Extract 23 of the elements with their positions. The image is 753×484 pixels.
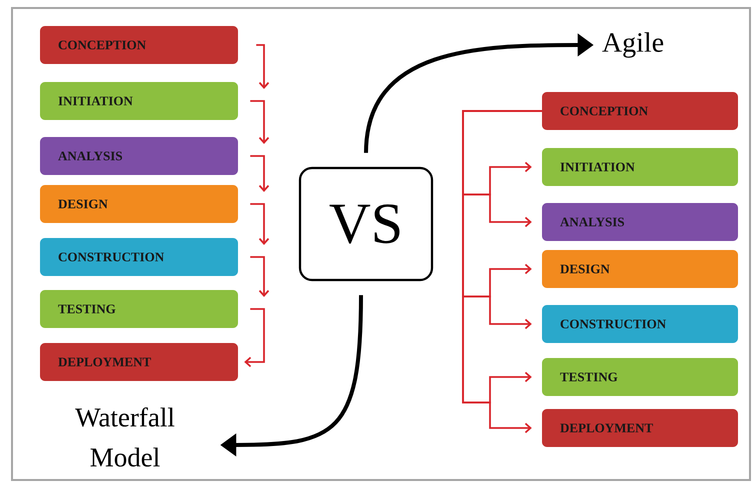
phase-box: TESTING [40,290,238,328]
arrow [250,203,270,245]
phase-box: ANALYSIS [40,137,238,175]
phase-box: CONSTRUCTION [542,304,738,343]
arrow [250,256,270,297]
arrow [256,44,270,89]
arrow [244,308,265,368]
phase-box: CONSTRUCTION [40,238,238,276]
phase-box: INITIATION [542,148,738,186]
model-title: Waterfall Model [75,407,174,467]
phase-box: CONCEPTION [542,92,738,130]
phase-box: DESIGN [542,250,738,288]
phase-box: TESTING [542,358,738,396]
phase-box: CONCEPTION [40,26,238,64]
arrow [250,155,270,192]
phase-box: DEPLOYMENT [542,408,738,447]
vs-box: VS [298,166,434,282]
phase-box: DEPLOYMENT [40,342,238,381]
phase-box: ANALYSIS [542,202,738,241]
model-title: Agile [602,32,664,58]
arrow [250,100,270,144]
phase-box: INITIATION [40,82,238,120]
phase-box: DESIGN [40,185,238,223]
